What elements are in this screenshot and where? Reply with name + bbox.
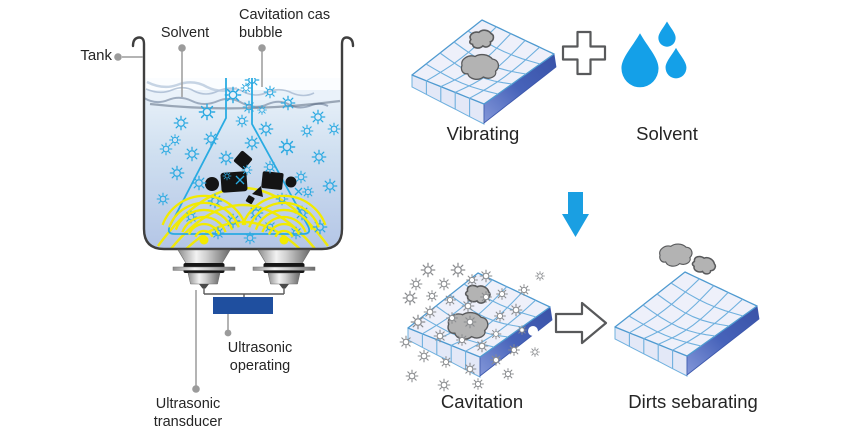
bubble-icon bbox=[463, 315, 477, 329]
bubble-icon bbox=[402, 290, 418, 306]
bubble-icon bbox=[437, 277, 451, 291]
bubble-icon bbox=[509, 303, 523, 317]
solvent-label: Solvent bbox=[160, 25, 210, 41]
tank-interior bbox=[144, 78, 342, 248]
bubble-icon bbox=[426, 290, 438, 302]
bubble-icon bbox=[496, 288, 508, 300]
label-line: operating bbox=[229, 358, 291, 374]
bubble-icon bbox=[480, 291, 492, 303]
bubble-icon bbox=[479, 269, 493, 283]
bubble-icon bbox=[461, 299, 475, 313]
bubble-icon bbox=[517, 325, 527, 335]
bubble-icon bbox=[399, 335, 413, 349]
dirt-particles bbox=[205, 150, 297, 205]
ultrasonic-transducer-label: Ultrasonic transducer bbox=[136, 395, 240, 431]
bubble-icon bbox=[502, 368, 514, 380]
bubble-icon bbox=[423, 305, 437, 319]
bubble-icon bbox=[508, 344, 520, 356]
dirt-blob-icon bbox=[690, 253, 718, 277]
bubble-icon bbox=[463, 362, 477, 376]
bubble-icon bbox=[450, 262, 466, 278]
down-arrow-icon bbox=[562, 192, 589, 237]
bubble-icon bbox=[466, 274, 478, 286]
bubble-icon bbox=[405, 369, 419, 383]
label-line: Ultrasonic bbox=[227, 340, 293, 356]
label-line: Cavitation cas bbox=[239, 7, 331, 23]
funnel-outline bbox=[167, 78, 311, 235]
right-arrow-icon bbox=[554, 301, 608, 345]
bubble-icon bbox=[456, 334, 468, 346]
spark-cross-icon bbox=[235, 175, 303, 196]
bubble-icon bbox=[410, 314, 426, 330]
bubble-icon bbox=[420, 262, 436, 278]
plus-icon bbox=[561, 30, 607, 76]
bubble-icon bbox=[535, 271, 545, 281]
tank-label: Tank bbox=[80, 47, 112, 64]
cavitation-pit-dot bbox=[528, 326, 538, 336]
dirts-separating-label: Dirts sebarating bbox=[628, 391, 758, 412]
tank-wall bbox=[131, 36, 355, 251]
label-line: Ultrasonic bbox=[155, 396, 221, 412]
leader-lines bbox=[114, 44, 266, 393]
dirt-blob-icon bbox=[658, 242, 694, 268]
cavitation-gas-bubble-label: Cavitation cas bubble bbox=[239, 7, 359, 42]
solvent-droplets-icon bbox=[621, 21, 687, 88]
bubble-icon bbox=[417, 349, 431, 363]
bubble-icon bbox=[490, 328, 502, 340]
label-line: bubble bbox=[239, 24, 283, 41]
bubble-icon bbox=[472, 378, 484, 390]
transducer-wave-fan-icon bbox=[161, 194, 327, 238]
bubble-icon bbox=[490, 354, 502, 366]
bubble-icon bbox=[409, 277, 423, 291]
transducer-right-icon bbox=[252, 249, 316, 289]
bubble-icon bbox=[518, 284, 530, 296]
bubble-icon bbox=[437, 378, 451, 392]
bubble-icon bbox=[433, 329, 447, 343]
ultrasonic-operating-label: Ultrasonic operating bbox=[208, 339, 312, 375]
bubble-icon bbox=[530, 347, 540, 357]
bubble-icon bbox=[446, 312, 458, 324]
transducer-left-icon bbox=[172, 249, 236, 289]
bubble-icon bbox=[440, 356, 452, 368]
cavitation-label: Cavitation bbox=[440, 391, 524, 412]
bubble-icon bbox=[444, 294, 456, 306]
bubble-icon bbox=[494, 310, 506, 322]
vibrating-label: Vibrating bbox=[446, 123, 520, 144]
clean-plate-icon bbox=[614, 271, 760, 377]
ultrasonic-operating-box bbox=[213, 297, 273, 314]
bubble-icon bbox=[475, 339, 489, 353]
label-line: transducer bbox=[153, 414, 223, 430]
solvent-step-label: Solvent bbox=[636, 123, 698, 144]
wave-source-dot bbox=[199, 235, 209, 245]
wave-source-dot bbox=[279, 235, 289, 245]
transducer-wires bbox=[203, 288, 285, 297]
